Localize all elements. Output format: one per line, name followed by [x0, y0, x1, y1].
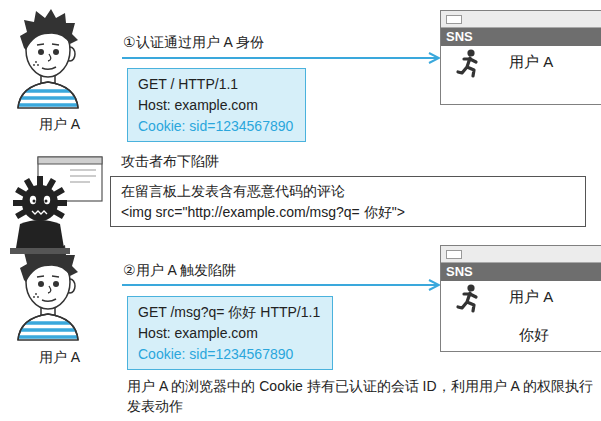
- caption: 用户 A 的浏览器中的 Cookie 持有已认证的会话 ID，利用用户 A 的权…: [127, 376, 595, 416]
- node-text: 用户 A: [509, 53, 553, 71]
- arrow-connector: [122, 57, 439, 59]
- nose: [48, 286, 51, 293]
- cheek-dot: [33, 296, 35, 298]
- attacker-pupil: [45, 200, 48, 203]
- eye: [53, 49, 59, 55]
- attacker-head: [22, 185, 58, 221]
- attacker-figure: [10, 157, 102, 254]
- comment-box: 在留言板上发表含有恶意代码的评论<img src="http://example…: [110, 176, 586, 227]
- browser-toolbar: [441, 246, 601, 263]
- toolbar-button: [446, 15, 462, 24]
- attacker-eye: [44, 196, 50, 204]
- nose: [48, 54, 51, 61]
- node-text: GET / HTTP/1.1: [138, 74, 293, 95]
- user-node: 用户 A: [5, 238, 114, 368]
- node-text: 你好: [519, 326, 549, 344]
- eye: [38, 281, 44, 287]
- node-text: 用户 A: [509, 288, 553, 306]
- node-text: SNS: [441, 263, 601, 281]
- cheek-dot: [37, 296, 39, 298]
- mouth: [42, 67, 56, 69]
- node-text: 在留言板上发表含有恶意代码的评论: [121, 181, 575, 202]
- note-label: 攻击者布下陷阱: [121, 152, 219, 170]
- node-text: Cookie: sid=1234567890: [138, 344, 320, 365]
- node-text: Host: example.com: [138, 95, 293, 116]
- edge-label: ①认证通过用户 A 身份: [121, 33, 266, 51]
- browser-window: SNS 用户 A: [440, 10, 601, 105]
- arrow-connector: [122, 284, 439, 286]
- hair: [20, 9, 78, 50]
- node-text: GET /msg?q= 你好 HTTP/1.1: [138, 302, 320, 323]
- eye: [38, 49, 44, 55]
- toolbar-button: [446, 250, 462, 259]
- node-text: Host: example.com: [138, 323, 320, 344]
- node-text: Cookie: sid=1234567890: [138, 116, 293, 137]
- http-request-box: GET /msg?q= 你好 HTTP/1.1Host: example.com…: [127, 296, 333, 370]
- mouth: [42, 299, 56, 301]
- runner-icon: [458, 49, 476, 76]
- attacker-pupil: [33, 200, 36, 203]
- node-text: 用户 A: [5, 115, 114, 133]
- user-figure: [14, 241, 84, 340]
- attacker-browser-lines: [70, 170, 96, 182]
- attacker-mouth: [32, 211, 47, 214]
- eye: [53, 281, 59, 287]
- eyebrows: [37, 44, 59, 45]
- cheek-dot: [35, 61, 37, 63]
- attacker-eye: [30, 196, 36, 204]
- node-text: 用户 A: [5, 348, 114, 366]
- node-text: SNS: [441, 28, 601, 46]
- edge-label: ②用户 A 触发陷阱: [121, 261, 238, 279]
- attacker-browser-bar: [38, 157, 102, 164]
- browser-window: SNS 用户 A 你好: [440, 245, 601, 352]
- cheek-dot: [35, 293, 37, 295]
- attacker-body: [16, 220, 64, 248]
- cheek-dot: [33, 64, 35, 66]
- http-request-box: GET / HTTP/1.1Host: example.comCookie: s…: [127, 68, 306, 142]
- cheek-dot: [37, 64, 39, 66]
- runner-icon: [458, 284, 476, 311]
- user-node: 用户 A: [5, 5, 114, 135]
- shirt-outline: [18, 314, 78, 340]
- eyebrows: [37, 276, 59, 277]
- user-figure: [14, 9, 84, 108]
- shirt-outline: [18, 82, 78, 108]
- node-text: <img src="http://example.com/msg?q= 你好">: [121, 202, 575, 223]
- browser-toolbar: [441, 11, 601, 28]
- attacker-base: [10, 248, 70, 254]
